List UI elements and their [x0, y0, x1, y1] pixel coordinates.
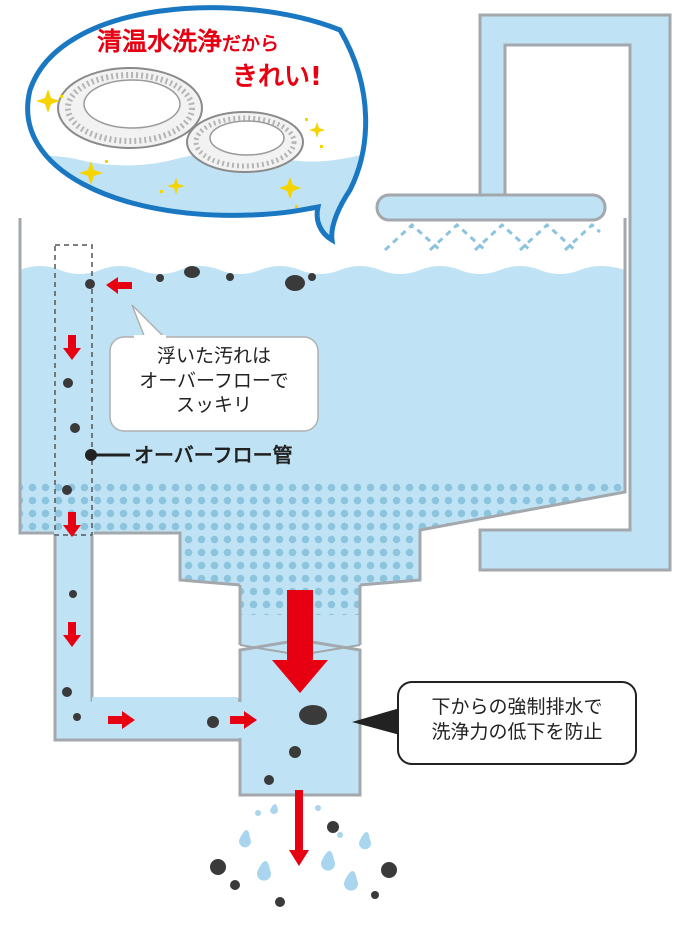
callout-overflow-text: 浮いた汚れは オーバーフローで スッキリ	[110, 344, 318, 418]
callout-drain-box	[352, 681, 637, 765]
sparkle-icon	[36, 89, 325, 208]
headline-small-text: だから	[222, 33, 280, 55]
overflow-pipe-label: オーバーフロー管	[134, 443, 293, 467]
callout-drain-line2: 洗浄力の低下を防止	[431, 720, 603, 743]
dirt-particles	[62, 266, 397, 907]
arrow-down-3	[63, 622, 81, 647]
callout-overflow-line1: 浮いた汚れは	[156, 345, 271, 367]
arrow-down-1	[63, 335, 81, 360]
arrow-down-2	[63, 512, 81, 537]
dish-small-icon	[186, 111, 304, 173]
arrow-left-surface	[106, 277, 132, 294]
headline-line2: きれい!	[232, 62, 322, 92]
flow-arrows	[63, 277, 328, 866]
spray-nozzles	[383, 222, 601, 252]
arrow-drain-out	[289, 790, 309, 866]
overflow-pipe-pointer	[85, 449, 130, 461]
dish-large-icon	[57, 67, 203, 149]
callout-overflow-line2: オーバーフローで	[139, 369, 289, 392]
rinse-supply-pipe	[375, 13, 672, 572]
callout-overflow-box	[109, 304, 319, 432]
callout-drain-line1: 下からの強制排水で	[431, 696, 603, 718]
water-droplets	[239, 804, 371, 891]
arrow-right-2	[230, 711, 257, 729]
headline-line1: 清温水洗浄だから	[97, 22, 279, 58]
arrow-right-1	[108, 711, 135, 729]
callout-overflow-line3: スッキリ	[175, 394, 252, 417]
callout-drain-text: 下からの強制排水で 洗浄力の低下を防止	[398, 695, 636, 744]
headline-main-text: 清温水洗浄	[97, 27, 223, 56]
arrow-big-down	[272, 590, 328, 693]
